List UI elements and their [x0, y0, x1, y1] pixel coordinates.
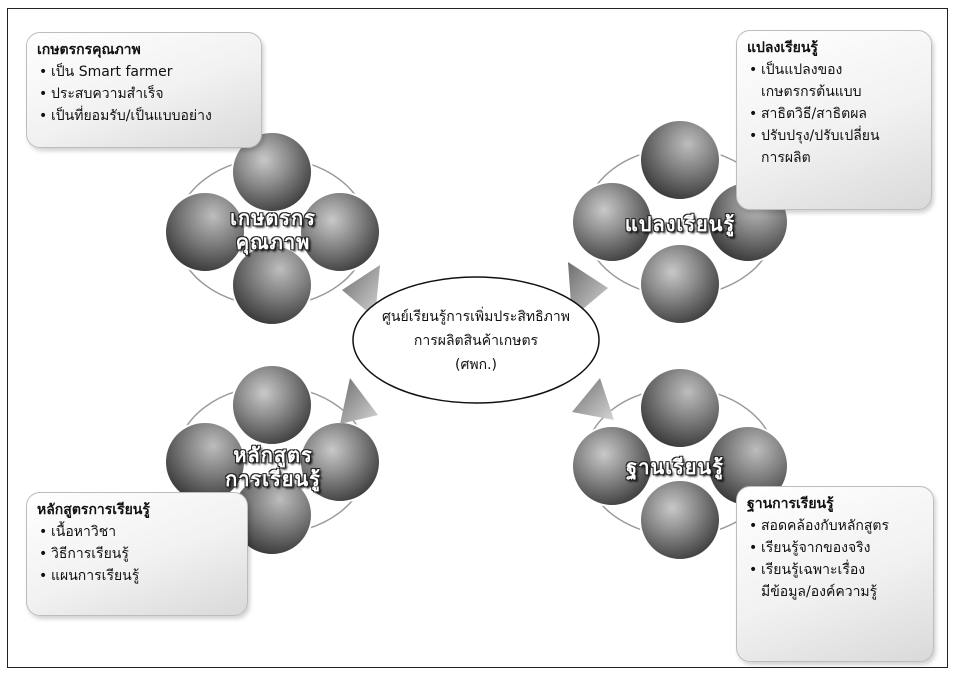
list-item: เนื้อหาวิชา	[37, 521, 237, 543]
list-item-line: ปรับปรุง/ปรับเปลี่ยน	[761, 128, 880, 144]
list-item-line: เกษตรกรต้นแบบ	[761, 84, 862, 100]
box-list: สอดคล้องกับหลักสูตร เรียนรู้จากของจริง เ…	[747, 515, 923, 603]
arrow-bottom-right	[572, 378, 614, 420]
photo-circle-top	[639, 367, 721, 449]
photo-circle-top	[639, 119, 721, 201]
list-item: สอดคล้องกับหลักสูตร	[747, 515, 923, 537]
list-item: สาธิตวิธี/สาธิตผล	[747, 103, 921, 125]
list-item: วิธีการเรียนรู้	[37, 543, 237, 565]
list-item-line: มีข้อมูล/องค์ความรู้	[761, 584, 878, 600]
cluster-bottom-left	[164, 364, 381, 556]
photo-circle-left	[571, 425, 653, 507]
photo-circle-left	[571, 181, 653, 263]
photo-circle-right	[299, 421, 381, 503]
cluster-label-bottom-right: ฐานเรียนรู้	[600, 455, 750, 479]
box-list: เป็น Smart farmer ประสบความสำเร็จ เป็นที…	[37, 61, 251, 127]
list-item-line: การผลิต	[761, 150, 811, 166]
cluster-label-top-right: แปลงเรียนรู้	[605, 212, 755, 236]
list-item-line: เป็นแปลงของ	[761, 62, 843, 78]
list-item-line: เรียนรู้จากของจริง	[761, 540, 871, 556]
info-box-bottom-right: ฐานการเรียนรู้ สอดคล้องกับหลักสูตร เรียน…	[736, 486, 934, 662]
list-item-line: สอดคล้องกับหลักสูตร	[761, 518, 890, 534]
cluster-top-left	[164, 131, 381, 326]
photo-circle-left	[164, 191, 246, 273]
center-ellipse	[352, 276, 600, 404]
photo-circle-right	[299, 191, 381, 273]
box-title: แปลงเรียนรู้	[747, 40, 818, 56]
cluster-top-right	[571, 119, 789, 325]
info-box-bottom-left: หลักสูตรการเรียนรู้ เนื้อหาวิชา วิธีการเ…	[26, 492, 248, 616]
info-box-top-right: แปลงเรียนรู้ เป็นแปลงของ เกษตรกรต้นแบบ ส…	[736, 30, 932, 210]
list-item: เป็นแปลงของ เกษตรกรต้นแบบ	[747, 59, 921, 103]
cluster-label-top-left: เกษตรกร คุณภาพ	[212, 206, 334, 254]
list-item: ปรับปรุง/ปรับเปลี่ยน การผลิต	[747, 125, 921, 169]
cluster-label-line: แปลงเรียนรู้	[624, 212, 736, 236]
list-item: ประสบความสำเร็จ	[37, 83, 251, 105]
cluster-label-line: หลักสูตร	[233, 443, 313, 467]
box-list: เป็นแปลงของ เกษตรกรต้นแบบ สาธิตวิธี/สาธิ…	[747, 59, 921, 169]
cluster-label-line: คุณภาพ	[235, 230, 311, 254]
list-item: เรียนรู้จากของจริง	[747, 537, 923, 559]
center-label-line: (ศพก.)	[455, 357, 497, 373]
cluster-label-line: เกษตรกร	[230, 206, 316, 230]
list-item: แผนการเรียนรู้	[37, 565, 237, 587]
list-item: เป็น Smart farmer	[37, 61, 251, 83]
list-item-line: สาธิตวิธี/สาธิตผล	[761, 106, 867, 122]
box-list: เนื้อหาวิชา วิธีการเรียนรู้ แผนการเรียนร…	[37, 521, 237, 587]
arrow-top-left	[342, 265, 380, 318]
list-item-line: เรียนรู้เฉพาะเรื่อง	[761, 562, 866, 578]
photo-circle-bottom	[231, 244, 313, 326]
center-label-line: การผลิตสินค้าเกษตร	[413, 333, 539, 349]
list-item: เป็นที่ยอมรับ/เป็นแบบอย่าง	[37, 105, 251, 127]
photo-circle-top	[231, 364, 313, 446]
photo-circle-bottom	[639, 243, 721, 325]
arrow-bottom-left	[340, 378, 378, 424]
cluster-label-bottom-left: หลักสูตร การเรียนรู้	[208, 443, 338, 491]
cluster-bottom-right	[571, 367, 789, 561]
photo-circle-top	[231, 131, 313, 213]
box-title: เกษตรกรคุณภาพ	[37, 42, 141, 58]
center-label: ศูนย์เรียนรู้การเพิ่มประสิทธิภาพ การผลิต…	[350, 305, 602, 377]
cluster-label-line: การเรียนรู้	[225, 467, 321, 491]
box-title: ฐานการเรียนรู้	[747, 496, 834, 512]
info-box-top-left: เกษตรกรคุณภาพ เป็น Smart farmer ประสบควา…	[26, 32, 262, 148]
center-label-line: ศูนย์เรียนรู้การเพิ่มประสิทธิภาพ	[382, 309, 570, 325]
photo-circle-bottom	[639, 479, 721, 561]
cluster-label-line: ฐานเรียนรู้	[626, 455, 724, 479]
list-item: เรียนรู้เฉพาะเรื่อง มีข้อมูล/องค์ความรู้	[747, 559, 923, 603]
box-title: หลักสูตรการเรียนรู้	[37, 502, 150, 518]
